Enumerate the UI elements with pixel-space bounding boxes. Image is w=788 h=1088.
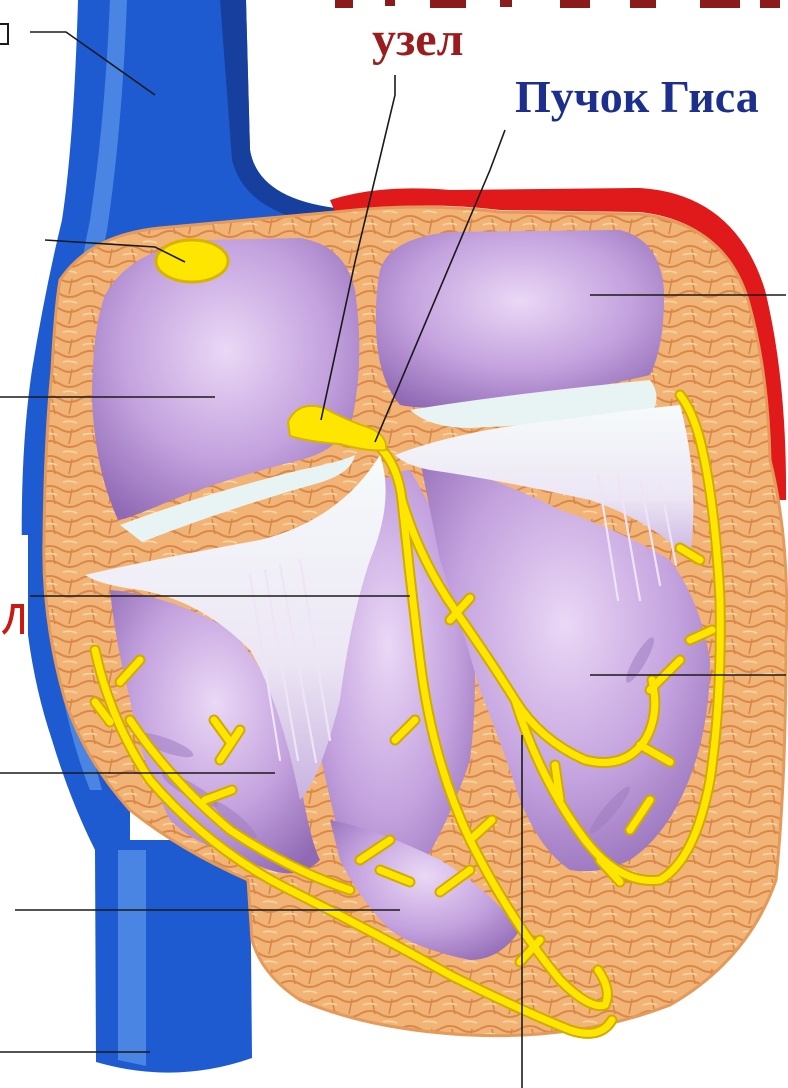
av-node-label: узел — [372, 13, 464, 66]
cut-off-label-fragment-top — [335, 0, 780, 8]
sinoatrial-node — [156, 240, 228, 282]
left-atrium — [376, 230, 664, 408]
bundle-of-his-label: Пучок Гиса — [515, 71, 759, 122]
vena-cava-highlight-lower — [118, 850, 146, 1066]
cut-off-label-fragment-top-left — [0, 24, 8, 44]
